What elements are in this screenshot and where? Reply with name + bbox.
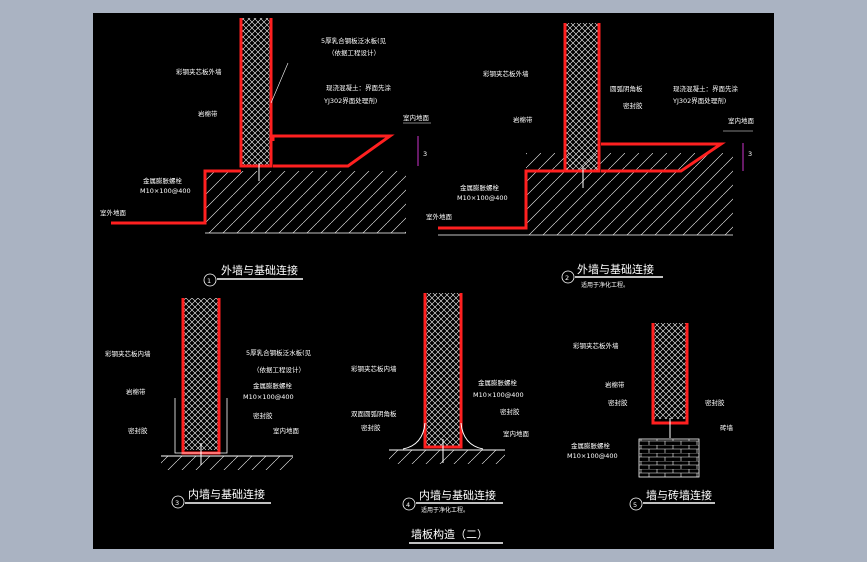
- d2-title: 外墙与基础连接: [577, 262, 654, 276]
- d5-label-bolt2: M10×100@400: [567, 452, 618, 460]
- d2-label-concrete2: YJ302界面处理剂): [672, 96, 726, 105]
- d3-title: 内墙与基础连接: [188, 487, 265, 501]
- d5-number-circle: [629, 497, 643, 511]
- d5-number: 5: [633, 501, 637, 509]
- d2-label-concrete: 现浇混凝土：界面先涂: [673, 84, 739, 93]
- d1-title: 外墙与基础连接: [221, 263, 298, 277]
- drawing-canvas: 彩钢夹芯板外墙 5厚乳合钢板泛水板(见 （依据工程设计） 现浇混凝土：界面先涂 …: [93, 13, 774, 549]
- d3-label-bolt: 金属膨胀螺栓: [253, 381, 293, 390]
- d1-label-concrete: 现浇混凝土：界面先涂: [326, 83, 392, 92]
- d2-number-circle: [561, 270, 575, 284]
- d1-outer-flashing: [111, 169, 241, 225]
- detail-4: 彩钢夹芯板内墙 金属膨胀螺栓 M10×100@400 双面圆弧阴角板 密封胶 密…: [351, 293, 530, 514]
- d1-label-outside: 室外地面: [100, 208, 127, 217]
- d4-label-seal2: 密封胶: [500, 407, 520, 416]
- d4-arc-angle: [402, 422, 484, 450]
- d4-number-circle: [402, 497, 416, 511]
- d3-label-floor: 室内地面: [273, 426, 300, 435]
- d3-label-seal1: 密封胶: [253, 411, 273, 420]
- drawing-svg: 彩钢夹芯板外墙 5厚乳合钢板泛水板(见 （依据工程设计） 现浇混凝土：界面先涂 …: [100, 18, 755, 544]
- d1-label-bolt: 金属膨胀螺栓: [143, 176, 183, 185]
- d5-label-seal1: 密封胶: [608, 398, 628, 407]
- d3-label-rock: 岩棉带: [126, 387, 146, 396]
- d3-slab: [161, 456, 293, 470]
- d1-concrete-curb: [271, 134, 395, 168]
- d3-label-flash: 5厚乳合钢板泛水板(见: [246, 348, 312, 357]
- d4-label-panel: 彩钢夹芯板内墙: [351, 364, 397, 373]
- d2-label-outside: 室外地面: [426, 212, 453, 221]
- d4-label-bolt: 金属膨胀螺栓: [478, 378, 518, 387]
- d3-label-panel: 彩钢夹芯板内墙: [105, 349, 151, 358]
- d5-panel-core: [653, 323, 687, 419]
- sheet-title: 墙板构造（二）: [411, 527, 488, 541]
- detail-2: 彩钢夹芯板外墙 圆弧阴角板 密封胶 现浇混凝土：界面先涂 YJ302界面处理剂)…: [426, 23, 755, 289]
- d3-label-seal2: 密封胶: [128, 426, 148, 435]
- d2-label-dim: 3: [748, 150, 752, 158]
- d2-label-bolt2: M10×100@400: [457, 194, 508, 202]
- d3-number: 3: [175, 499, 179, 507]
- d2-label-angle: 圆弧阴角板: [610, 84, 643, 93]
- d1-number-circle: [203, 273, 217, 287]
- detail-3: 彩钢夹芯板内墙 5厚乳合钢板泛水板(见 （依据工程设计） 金属膨胀螺栓 M10×…: [105, 298, 312, 509]
- d4-label-bolt2: M10×100@400: [473, 391, 524, 399]
- d1-label-flash2: （依据工程设计）: [328, 48, 380, 57]
- d1-label-panel: 彩钢夹芯板外墙: [176, 67, 222, 76]
- d3-label-flash2: （依据工程设计）: [253, 365, 305, 374]
- d4-label-angle: 双面圆弧阴角板: [351, 409, 397, 418]
- d1-label-bolt2: M10×100@400: [140, 187, 191, 195]
- d5-label-rock: 岩棉带: [605, 380, 625, 389]
- detail-5: 彩钢夹芯板外墙 岩棉带 密封胶 密封胶 砖墙 金属膨胀螺栓 M10×100@40…: [567, 323, 734, 511]
- d1-label-concrete2: YJ302界面处理剂): [323, 96, 377, 105]
- d5-brick-wall: [638, 438, 700, 478]
- d5-label-panel: 彩钢夹芯板外墙: [573, 341, 619, 350]
- d3-label-bolt2: M10×100@400: [243, 393, 294, 401]
- d2-concrete-curb: [601, 142, 726, 173]
- d4-panel-core: [425, 293, 461, 447]
- d2-outer-flashing: [438, 169, 565, 230]
- d3-panel-core: [183, 298, 219, 450]
- d1-label-dim: 3: [423, 150, 427, 158]
- d5-label-seal2: 密封胶: [705, 398, 725, 407]
- d2-label-rock: 岩棉带: [513, 115, 533, 124]
- d4-label-seal1: 密封胶: [361, 423, 381, 432]
- d5-label-brick: 砖墙: [720, 423, 734, 432]
- d2-foundation: [526, 153, 733, 235]
- d1-label-rock: 岩棉带: [198, 109, 218, 118]
- d2-label-floor: 室内地面: [728, 116, 755, 125]
- d2-panel-core: [565, 23, 599, 171]
- d4-title: 内墙与基础连接: [419, 488, 496, 502]
- d2-note: 适用于净化工程。: [581, 281, 629, 289]
- d4-label-floor: 室内地面: [503, 429, 530, 438]
- d2-label-bolt: 金属膨胀螺栓: [460, 183, 500, 192]
- d4-note: 适用于净化工程。: [421, 506, 469, 514]
- d2-label-panel: 彩钢夹芯板外墙: [483, 69, 529, 78]
- d2-panel-skin: [563, 23, 601, 173]
- d1-label-flash: 5厚乳合钢板泛水板(见: [321, 36, 387, 45]
- d4-slab: [389, 450, 505, 464]
- detail-1: 彩钢夹芯板外墙 5厚乳合钢板泛水板(见 （依据工程设计） 现浇混凝土：界面先涂 …: [100, 18, 431, 287]
- d1-panel-core: [241, 18, 271, 166]
- d3-number-circle: [171, 495, 185, 509]
- d5-title: 墙与砖墙连接: [646, 488, 712, 502]
- d1-panel-skin: [239, 18, 273, 168]
- d2-label-seal: 密封胶: [623, 101, 643, 110]
- d5-label-bolt: 金属膨胀螺栓: [571, 441, 611, 450]
- d1-foundation: [205, 171, 406, 233]
- d2-number: 2: [565, 274, 569, 282]
- d4-number: 4: [406, 501, 410, 509]
- d1-label-floor: 室内地面: [403, 113, 430, 122]
- d1-number: 1: [207, 277, 211, 285]
